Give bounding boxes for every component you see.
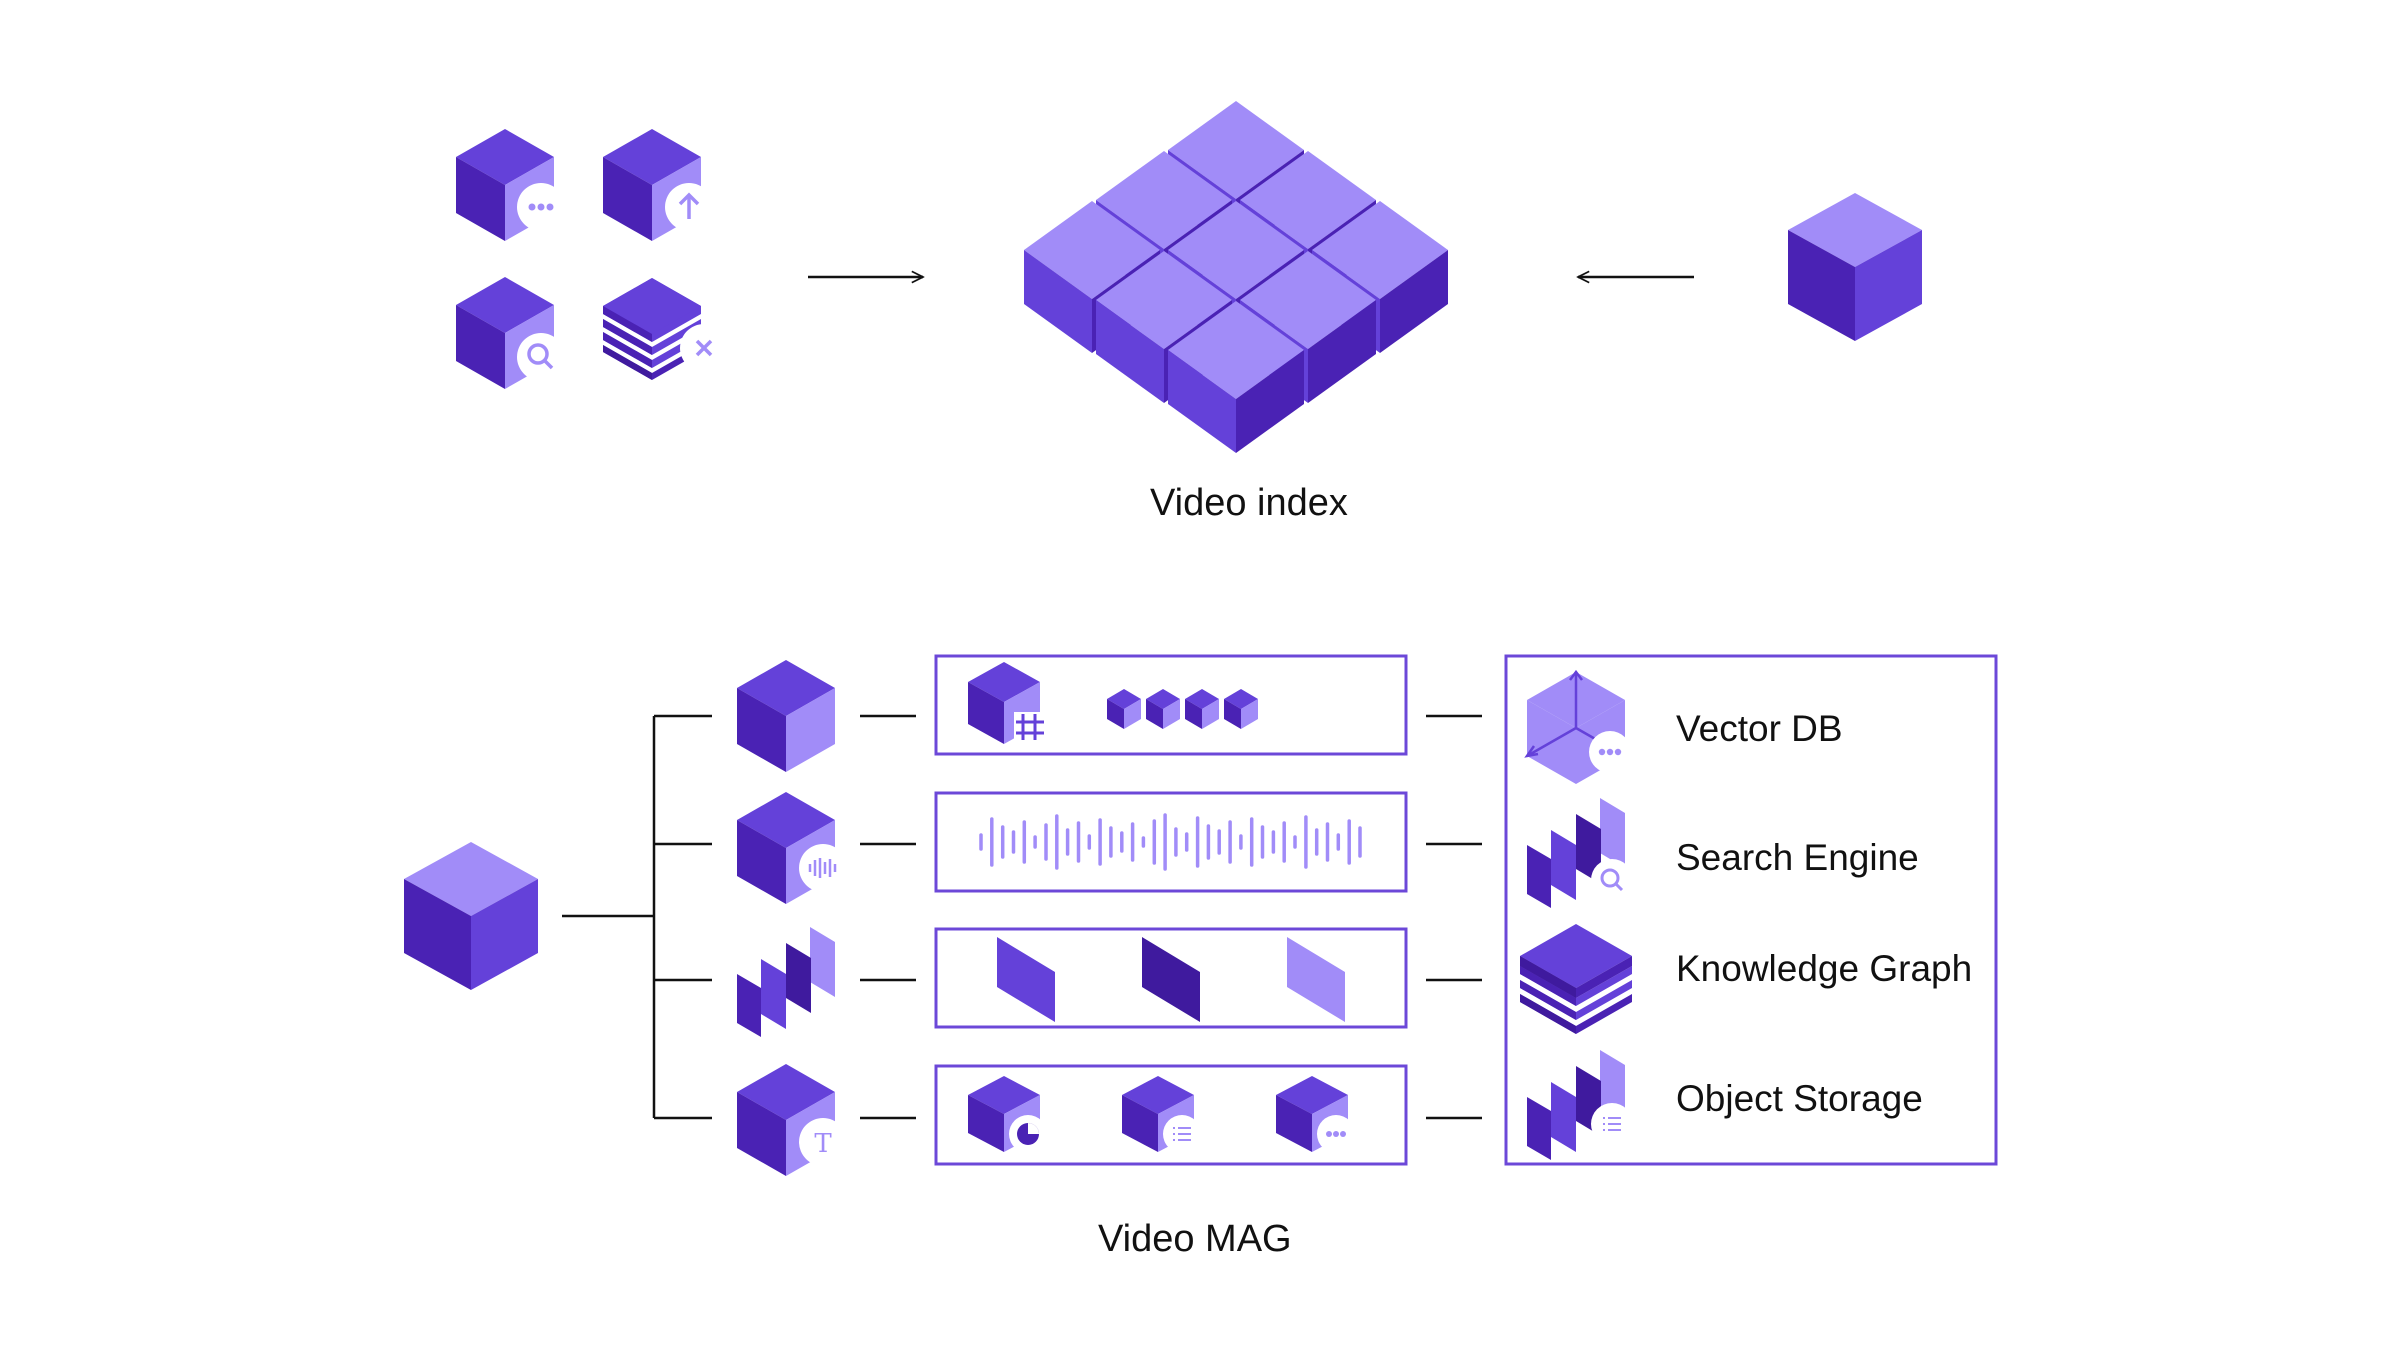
svg-text:T: T: [814, 1129, 832, 1159]
source-icons-group: [456, 129, 728, 389]
more-icon: [456, 129, 565, 241]
audio-cube-icon: [737, 792, 847, 904]
storage-label-object-storage: Object Storage: [1676, 1078, 1923, 1119]
search-icon: [456, 277, 565, 389]
panel-shape-1: [997, 937, 1055, 1022]
vector-db-icon: [1524, 669, 1631, 784]
audio-waveform: [979, 813, 1362, 871]
video-index-title: Video index: [1150, 482, 1348, 524]
video-index-grid: [1024, 101, 1448, 453]
single-cube: [1788, 193, 1922, 341]
upload-icon: [603, 129, 713, 241]
delete-icon: [603, 278, 728, 380]
panel-connectors-right: [1426, 714, 1482, 1120]
panel-frames: [934, 654, 1408, 756]
panel-shape-2: [1142, 937, 1200, 1022]
panel-shape-3: [1287, 937, 1345, 1022]
tree-connectors: [562, 714, 712, 1120]
frame-cube-1: [1107, 689, 1141, 729]
knowledge-graph-icon: [1520, 924, 1632, 1034]
storage-label-search-engine: Search Engine: [1676, 837, 1919, 878]
storage-label-vector-db: Vector DB: [1676, 708, 1843, 749]
storage-box: [1504, 654, 1998, 1166]
panel-audio: [934, 791, 1408, 893]
frame-cube-2: [1146, 689, 1180, 729]
search-engine-icon: [1527, 798, 1633, 908]
root-cube: [404, 842, 538, 990]
hashtag-cube-icon: [968, 662, 1044, 744]
more-cube-icon: [1276, 1076, 1355, 1153]
video-mag-title: Video MAG: [1098, 1218, 1292, 1260]
panel-shapes: [934, 927, 1408, 1029]
frame-cube-4: [1224, 689, 1258, 729]
panel-connectors-left: [860, 714, 916, 1120]
panel-media: [934, 1064, 1408, 1166]
frame-cubes: [1107, 689, 1258, 729]
storage-label-knowledge-graph: Knowledge Graph: [1676, 948, 1973, 989]
stacked-panels-icon: [737, 927, 835, 1037]
row-1-cube-icon: [737, 660, 835, 772]
chart-cube-icon: [968, 1076, 1047, 1153]
grid-cube-2-2: [1168, 301, 1304, 453]
text-cube-icon: T: [737, 1064, 847, 1176]
list-cube-icon: [1122, 1076, 1201, 1153]
frame-cube-3: [1185, 689, 1219, 729]
object-storage-icon: [1527, 1050, 1633, 1160]
